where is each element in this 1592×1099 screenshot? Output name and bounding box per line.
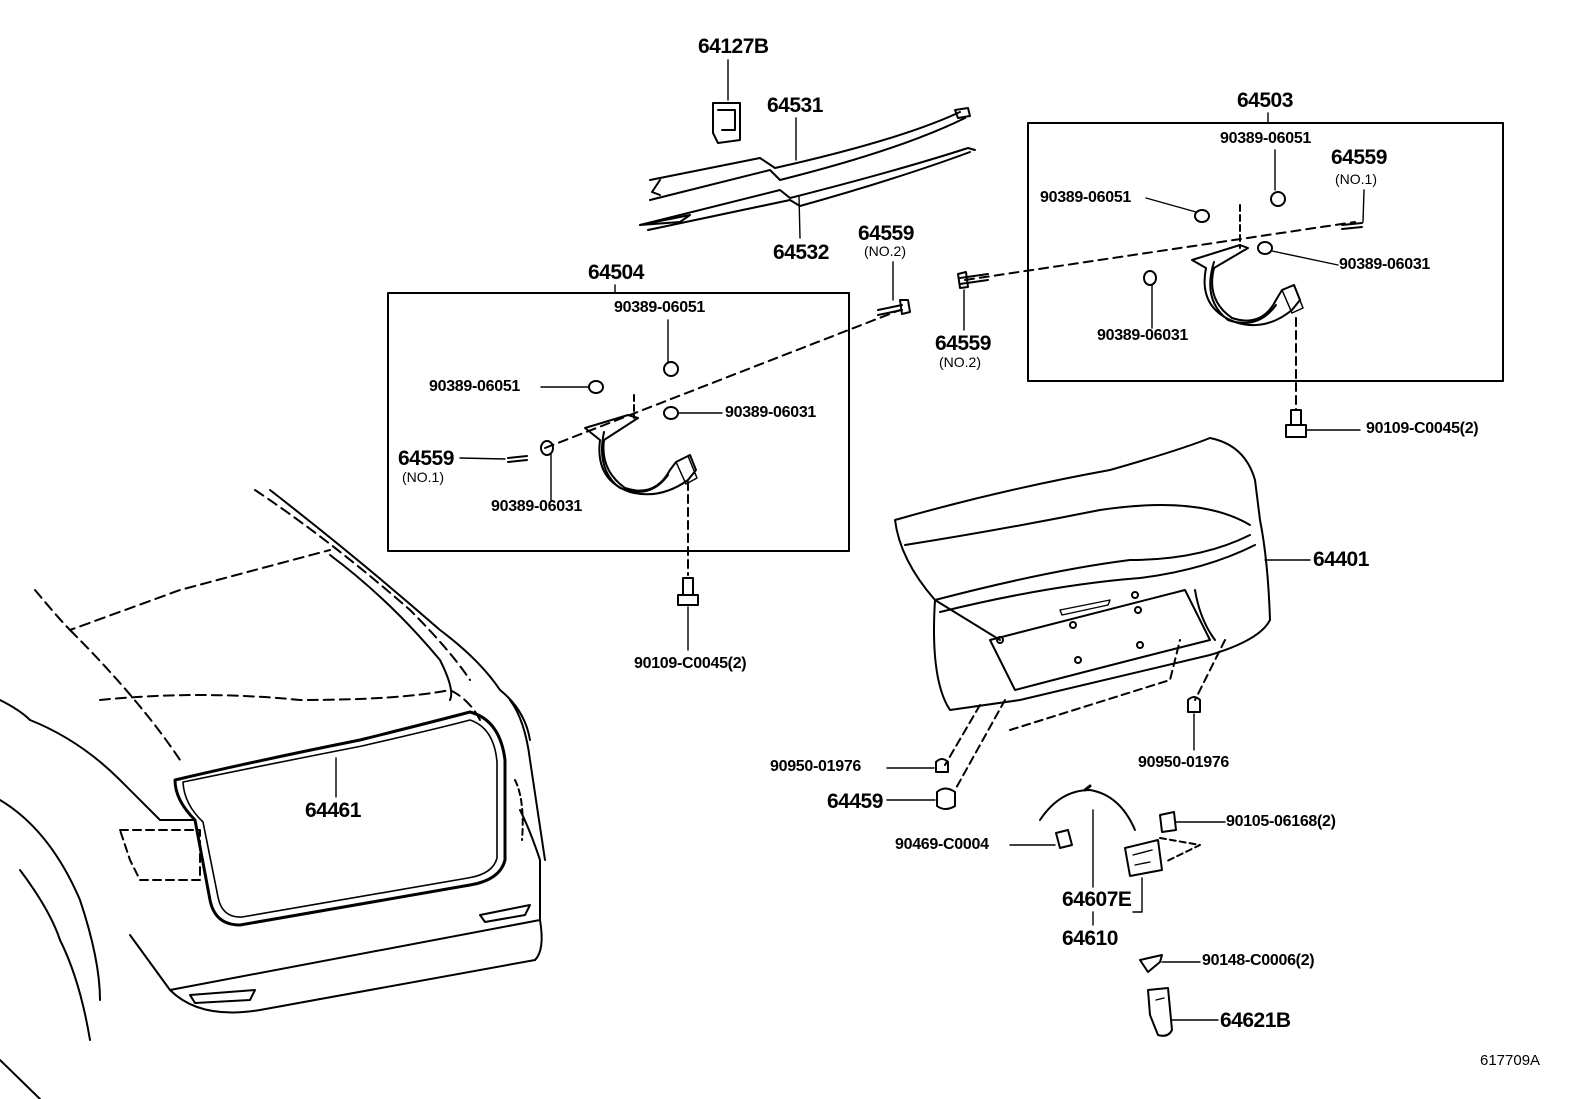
callout-64559-no2-right: 64559 xyxy=(935,332,991,355)
clip-64127B xyxy=(712,102,741,144)
callout-64459: 64459 xyxy=(827,790,883,813)
hinge-box-right xyxy=(1027,122,1504,382)
ref-90389-06051-left-side: 90389-06051 xyxy=(429,378,521,395)
note-no1-left: (NO.1) xyxy=(402,469,444,485)
bolt-64559-no2-right xyxy=(957,271,989,331)
ref-90389-06051-left-top: 90389-06051 xyxy=(614,299,706,316)
ref-90389-06031-right-b: 90389-06031 xyxy=(1097,327,1189,344)
ref-90109-C0045-right: 90109-C0045(2) xyxy=(1366,420,1479,437)
ref-90148-C0006: 90148-C0006(2) xyxy=(1202,952,1315,969)
ref-90105-06168: 90105-06168(2) xyxy=(1226,813,1336,830)
ref-90389-06031-left-a: 90389-06031 xyxy=(725,404,817,421)
hinge-right xyxy=(964,112,1365,438)
ref-90389-06051-right-side: 90389-06051 xyxy=(1040,189,1132,206)
ref-90950-01976-left: 90950-01976 xyxy=(770,758,862,775)
note-no2-right: (NO.2) xyxy=(939,354,981,370)
callout-64559-no1-left: 64559 xyxy=(398,447,454,470)
callout-64531: 64531 xyxy=(767,94,823,117)
callout-64532: 64532 xyxy=(773,241,829,264)
lower-parts xyxy=(886,696,1226,1037)
ref-90469-C0004: 90469-C0004 xyxy=(895,836,989,853)
callout-64503: 64503 xyxy=(1237,89,1293,112)
ref-90389-06031-left-b: 90389-06031 xyxy=(491,498,583,515)
hinge-left xyxy=(459,284,901,651)
callout-64610: 64610 xyxy=(1062,927,1118,950)
bolt-64559-no2-left xyxy=(877,261,911,316)
leader-64532 xyxy=(798,195,801,239)
ref-90950-01976-right: 90950-01976 xyxy=(1138,754,1230,771)
car-body-outline xyxy=(0,489,546,1099)
ref-90109-C0045-left: 90109-C0045(2) xyxy=(634,655,747,672)
note-no2-left: (NO.2) xyxy=(864,243,906,259)
callout-64401: 64401 xyxy=(1313,548,1369,571)
diagram-id: 617709A xyxy=(1480,1052,1541,1069)
ref-90389-06031-right-a: 90389-06031 xyxy=(1339,256,1431,273)
ref-90389-06051-right-top: 90389-06051 xyxy=(1220,130,1312,147)
callout-64504: 64504 xyxy=(588,261,644,284)
hinge-box-left xyxy=(387,292,850,552)
trunk-lid xyxy=(894,437,1311,791)
callout-64607E: 64607E xyxy=(1062,888,1132,911)
callout-64559-no2-left: 64559 xyxy=(858,222,914,245)
callout-64461: 64461 xyxy=(305,799,361,822)
callout-64559-no1-right: 64559 xyxy=(1331,146,1387,169)
callout-64127B: 64127B xyxy=(698,35,769,58)
callout-64621B: 64621B xyxy=(1220,1009,1291,1032)
note-no1-right: (NO.1) xyxy=(1335,171,1377,187)
release-cables xyxy=(639,107,976,231)
